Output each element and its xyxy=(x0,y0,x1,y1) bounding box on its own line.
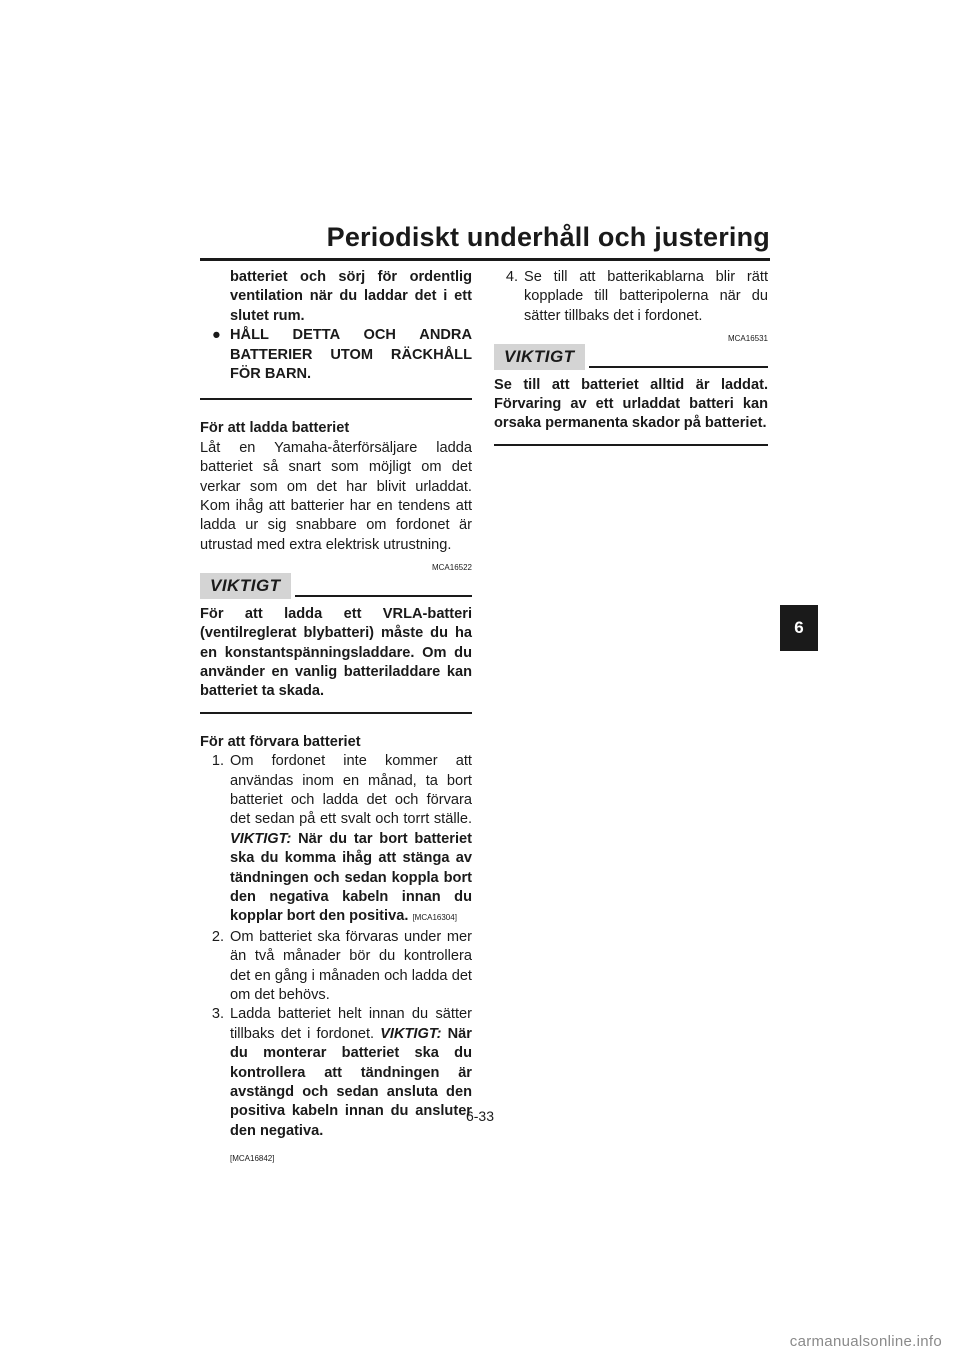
list-body: Ladda batteriet helt innan du sätter til… xyxy=(230,1005,472,1168)
charge-text: Låt en Yamaha-återförsäljare ladda batte… xyxy=(200,439,472,553)
list-number: 1. xyxy=(211,753,224,770)
list-item-4: 4. Se till att batterikablarna blir rätt… xyxy=(494,268,768,326)
notice-end-rule xyxy=(200,711,472,714)
list-number: 2. xyxy=(211,928,224,945)
viktigt-inline: VIKTIGT: xyxy=(230,830,292,847)
bullet-text: HÅLL DETTA OCH ANDRA BATTERIER UTOM RÄCK… xyxy=(230,327,472,383)
warn-text: När du monterar batteriet ska du kontrol… xyxy=(230,1025,472,1139)
notice-line xyxy=(588,365,768,368)
notice-label: VIKTIGT xyxy=(200,573,291,599)
bullet-item: ● HÅLL DETTA OCH ANDRA BATTERIER UTOM RÄ… xyxy=(200,326,472,384)
list-text: Ladda batteriet helt innan du sätter til… xyxy=(230,1006,472,1042)
viktigt-inline: VIKTIGT: xyxy=(380,1025,442,1042)
page-number: 6-33 xyxy=(465,1108,495,1124)
title-rule xyxy=(200,258,770,261)
charge-heading: För att ladda batteriet xyxy=(200,420,350,437)
bullet-dot-icon: ● xyxy=(212,327,221,344)
right-column: 4. Se till att batterikablarna blir rätt… xyxy=(494,268,768,446)
list-text: Se till att batterikablarna blir rätt ko… xyxy=(524,269,768,324)
left-column: batteriet och sörj för ordentlig ventila… xyxy=(200,268,472,1169)
notice-text-2: Se till att batteriet alltid är laddat. … xyxy=(494,376,768,432)
continued-warning-text: batteriet och sörj för ordentlig ventila… xyxy=(230,269,472,324)
list-number: 3. xyxy=(211,1006,224,1023)
notice-header-2: VIKTIGT xyxy=(494,344,768,370)
notice-end-rule xyxy=(494,443,768,446)
warning-end-rule xyxy=(200,398,472,401)
notice-line xyxy=(294,594,472,597)
code-mca16531: MCA16531 xyxy=(727,334,768,344)
notice-text-1: För att ladda ett VRLA-batteri (ventilre… xyxy=(200,605,472,700)
list-item-1: 1. Om fordonet inte kommer att användas … xyxy=(200,752,472,928)
inline-code: [MCA16304] xyxy=(412,913,457,923)
inline-code: [MCA16842] xyxy=(230,1154,275,1164)
page-title: Periodiskt underhåll och justering xyxy=(326,222,770,252)
list-item-3: 3. Ladda batteriet helt innan du sätter … xyxy=(200,1005,472,1168)
code-mca16522: MCA16522 xyxy=(431,563,472,573)
list-number: 4. xyxy=(505,269,518,285)
notice-label: VIKTIGT xyxy=(494,344,585,370)
store-heading: För att förvara batteriet xyxy=(200,733,361,750)
notice-header-1: VIKTIGT xyxy=(200,573,472,599)
list-text: Om fordonet inte kommer att användas ino… xyxy=(230,753,472,828)
list-body: Om fordonet inte kommer att användas ino… xyxy=(230,752,472,928)
warn-text: När du tar bort batteriet ska du komma i… xyxy=(230,830,472,925)
watermark: carmanualsonline.info xyxy=(789,1333,942,1350)
chapter-tab: 6 xyxy=(780,605,818,651)
list-item-2: 2. Om batteriet ska förvaras under mer ä… xyxy=(200,928,472,1006)
list-text: Om batteriet ska förvaras under mer än t… xyxy=(230,928,472,1003)
